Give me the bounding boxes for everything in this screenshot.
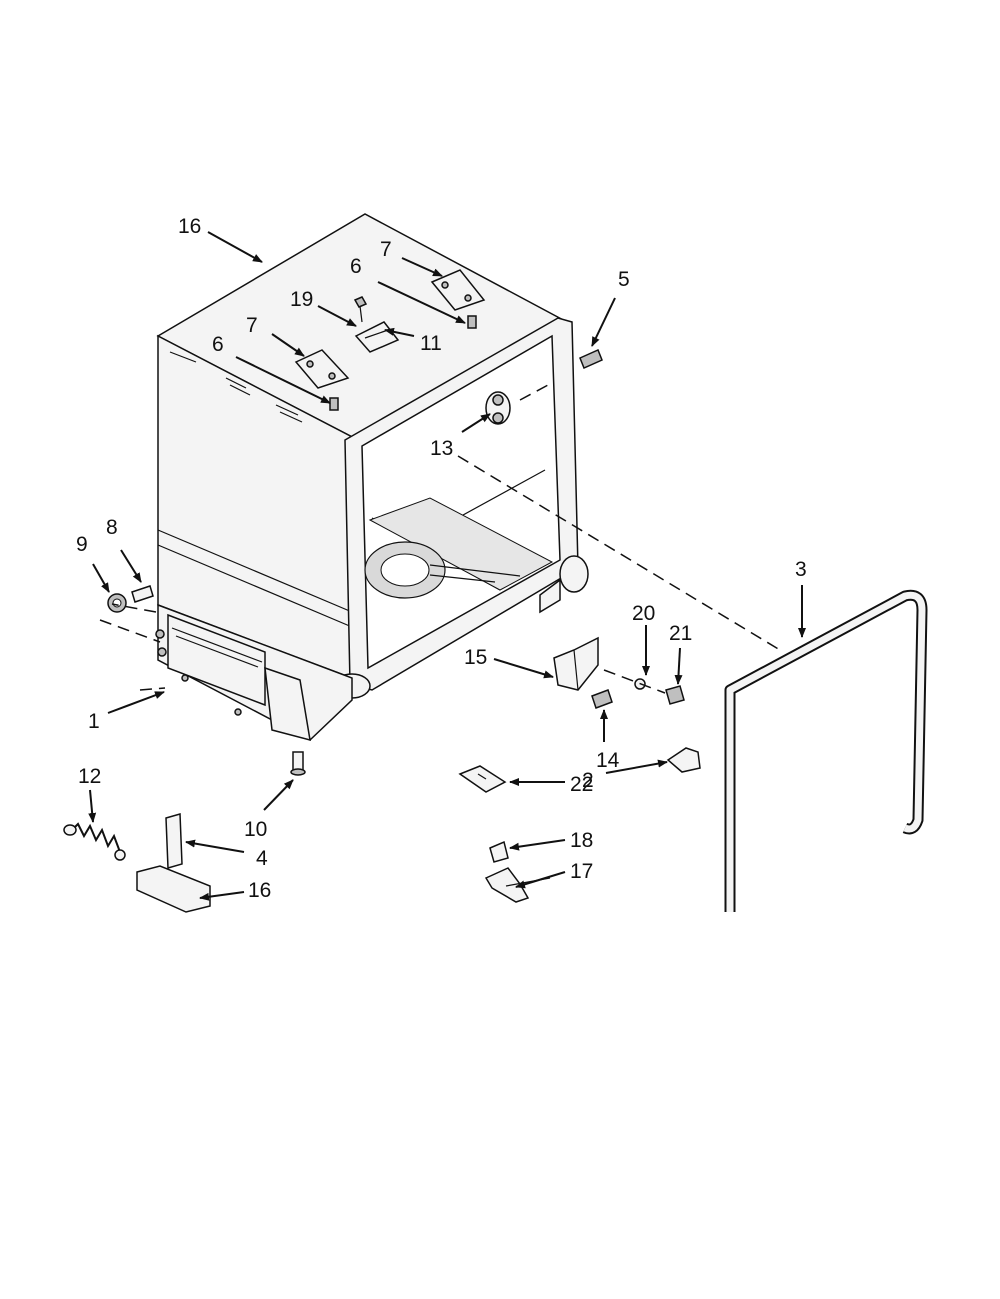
gasket-clip <box>666 747 701 773</box>
bolt <box>131 585 154 603</box>
callout-18: 18 <box>570 829 593 852</box>
warning-label <box>458 765 507 793</box>
dishwasher-tub <box>155 213 589 742</box>
callout-16-top: 16 <box>178 215 201 238</box>
callout-15: 15 <box>464 646 487 669</box>
mounting-plate <box>484 867 551 903</box>
vent-grommet <box>485 391 511 425</box>
callout-17: 17 <box>570 860 593 883</box>
callout-14: 14 <box>596 749 620 772</box>
bracket-screw-side <box>591 689 613 709</box>
screw-left <box>329 397 339 411</box>
callout-7-left: 7 <box>246 314 258 337</box>
alignment-line-grommet <box>519 384 549 401</box>
alignment-line-gasket <box>457 455 781 651</box>
door-gasket <box>724 589 928 912</box>
callout-8: 8 <box>106 516 118 539</box>
hinge-bracket-left <box>294 349 350 389</box>
callout-4: 4 <box>256 847 268 870</box>
callout-21: 21 <box>669 622 692 645</box>
bracket-screw <box>353 296 368 323</box>
callout-5: 5 <box>618 268 630 291</box>
callout-6-left: 6 <box>212 333 224 356</box>
callout-13: 13 <box>430 437 453 460</box>
callout-12: 12 <box>78 765 101 788</box>
callout-10: 10 <box>244 818 267 841</box>
callout-9: 9 <box>76 533 88 556</box>
callout-1: 1 <box>88 710 100 733</box>
callout-2: 2 <box>582 769 594 792</box>
frame-screw <box>579 348 603 370</box>
callout-11: 11 <box>420 332 442 355</box>
callout-7-right: 7 <box>380 238 392 261</box>
callout-16-bottom: 16 <box>248 879 271 902</box>
alignment-line-bracket <box>603 669 666 694</box>
door-spring <box>63 822 126 861</box>
callout-19: 19 <box>290 288 313 311</box>
hinge-bracket-right <box>430 269 486 311</box>
callout-22: 22 <box>570 773 593 796</box>
retainer-clip <box>489 840 509 863</box>
nut <box>107 593 127 613</box>
callout-3: 3 <box>795 558 807 581</box>
foot-pad <box>136 865 211 913</box>
alignment-line-bolt <box>111 603 157 613</box>
alignment-line-nut <box>99 619 161 643</box>
leveling-leg <box>290 751 306 776</box>
leader-arrows <box>88 231 806 901</box>
clip-nut <box>665 685 685 705</box>
alignment-line-base <box>139 687 166 691</box>
screw-right <box>467 315 477 329</box>
trim-strip <box>165 813 183 869</box>
callout-20: 20 <box>632 602 655 625</box>
side-bracket <box>553 636 599 691</box>
callout-6-right: 6 <box>350 255 362 278</box>
